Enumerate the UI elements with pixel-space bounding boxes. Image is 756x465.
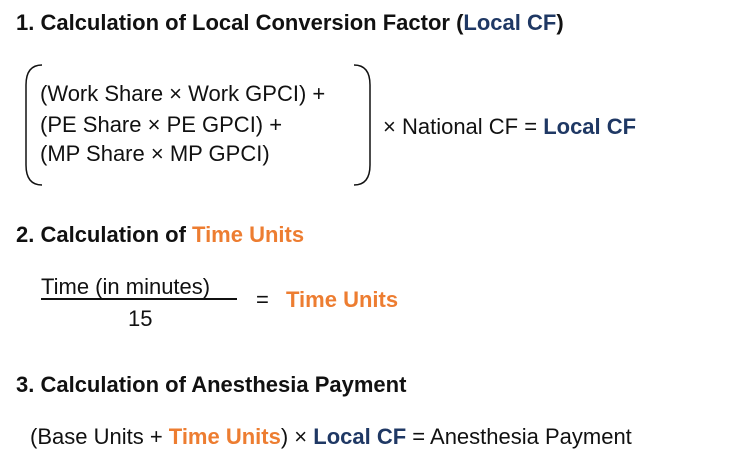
right-bracket <box>353 64 371 186</box>
section3-heading: 3. Calculation of Anesthesia Payment <box>16 372 407 397</box>
time-units-term: Time Units <box>168 424 281 449</box>
section2-heading-term: Time Units <box>192 222 305 247</box>
left-bracket <box>25 64 43 186</box>
time-units-result: Time Units <box>286 287 399 312</box>
formula-line-mp: (MP Share × MP GPCI) <box>40 141 270 166</box>
national-cf-expression: × National CF = Local CF <box>383 114 636 140</box>
section1-heading-term: Local CF <box>463 10 557 35</box>
section1-heading-prefix: 1. Calculation of Local Conversion Facto… <box>16 10 464 35</box>
base-units-text: (Base Units + <box>30 424 169 449</box>
close-paren: ) <box>280 424 289 449</box>
fraction-equals: = <box>256 287 269 312</box>
national-cf-text: × National CF = <box>383 114 544 139</box>
section2-heading: 2. Calculation of Time Units <box>16 222 304 248</box>
fraction-numerator: Time (in minutes) <box>41 274 211 299</box>
anesthesia-payment-formula: (Base Units + Time Units) × Local CF = A… <box>30 424 632 450</box>
formula-line-pe: (PE Share × PE GPCI) + <box>40 112 283 137</box>
local-cf-result: Local CF <box>543 114 637 139</box>
fraction-bar <box>41 298 237 300</box>
anesthesia-payment-result: = Anesthesia Payment <box>406 424 632 449</box>
section2-heading-prefix: 2. Calculation of <box>16 222 193 247</box>
fraction-denominator: 15 <box>128 306 153 331</box>
section1-heading-suffix: ) <box>556 10 564 35</box>
formula-line-work: (Work Share × Work GPCI) + <box>40 81 326 106</box>
local-cf-term: Local CF <box>313 424 407 449</box>
section1-heading: 1. Calculation of Local Conversion Facto… <box>16 10 564 36</box>
times-sign: × <box>288 424 314 449</box>
